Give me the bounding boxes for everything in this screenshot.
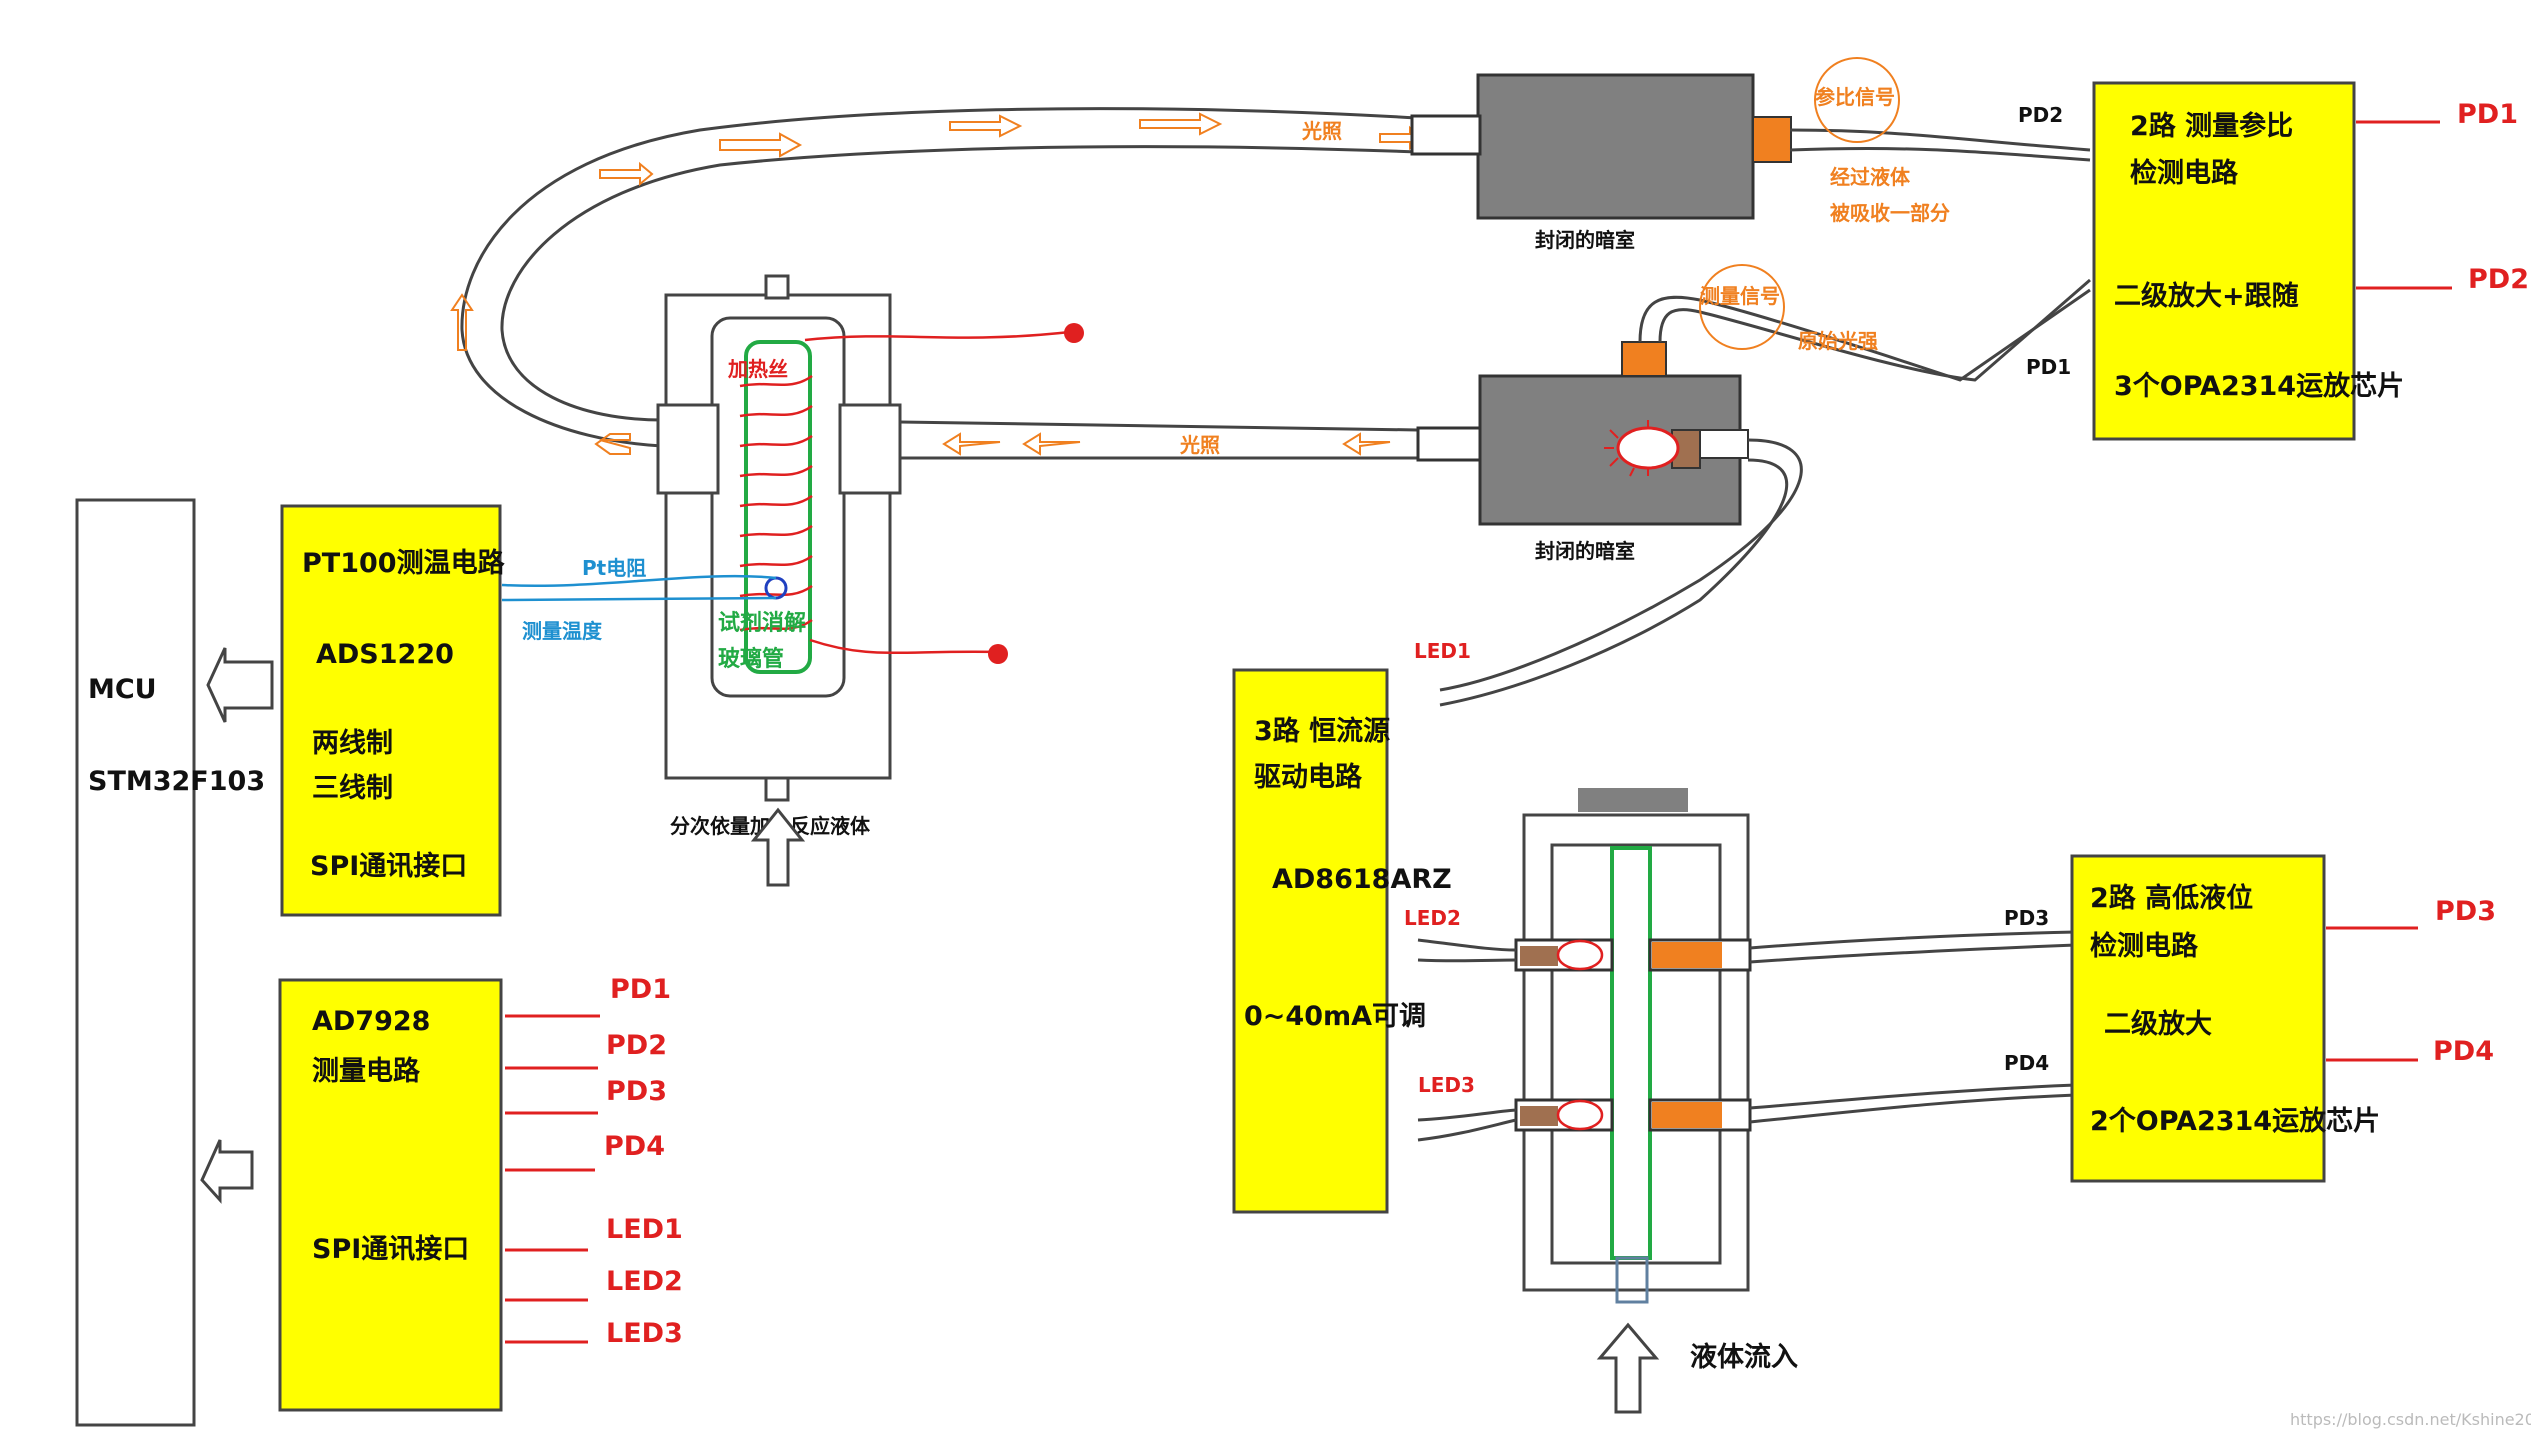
pt-label: Pt电阻 — [582, 556, 646, 580]
mcu-block: MCU STM32F103 — [75, 498, 265, 1427]
reference-callout — [1814, 57, 1900, 143]
mcu-title: MCU — [88, 674, 157, 705]
arrow-left-icon — [200, 1139, 254, 1204]
level-tube: LED2 LED3 PD3 PD4 液体流入 — [1404, 788, 2077, 1414]
reaction-vessel: 加热丝 试剂消解 玻璃管 分次依量加入反应液体 — [656, 274, 1084, 887]
ad7928-input-led3: LED3 — [606, 1318, 683, 1349]
heater-terminal-icon — [1064, 323, 1084, 343]
measure-signal-label: 测量信号 — [1700, 284, 1780, 308]
pt100-chip: ADS1220 — [316, 639, 454, 670]
led-driver-title: 3路 恒流源 — [1254, 715, 1390, 747]
ad7928-input-pd3: PD3 — [606, 1076, 667, 1107]
level-detect-out-pd3: PD3 — [2435, 896, 2496, 927]
original-light-label: 原始光强 — [1798, 329, 1878, 353]
ad7928-input-pd1: PD1 — [610, 974, 671, 1005]
inflow-label: 液体流入 — [1690, 1342, 1798, 1373]
dark-room-bottom: 封闭的暗室 — [1416, 341, 1749, 563]
led2-label: LED2 — [1404, 906, 1461, 930]
temp-label: 测量温度 — [522, 619, 603, 643]
ad7928-input-led1: LED1 — [606, 1214, 683, 1245]
ref-detect-amp: 二级放大+跟随 — [2114, 280, 2299, 312]
ref-detect-out-pd2: PD2 — [2468, 264, 2529, 295]
pt-wires — [501, 574, 777, 602]
pd4-wire-label: PD4 — [2004, 1051, 2049, 1075]
dark-room-bottom-label: 封闭的暗室 — [1535, 539, 1635, 563]
level-detect-block: 2路 高低液位 检测电路 二级放大 2个OPA2314运放芯片 PD3 PD4 — [2070, 854, 2496, 1183]
reference-signal-label: 参比信号 — [1815, 85, 1895, 109]
ref-detect-title: 2路 测量参比 — [2130, 110, 2293, 142]
level-detect-chip: 2个OPA2314运放芯片 — [2090, 1105, 2380, 1137]
led-glow-icon — [1604, 420, 1649, 477]
ad7928-subtitle: 测量电路 — [312, 1055, 421, 1087]
led3-label: LED3 — [1418, 1073, 1475, 1097]
pt100-title: PT100测温电路 — [302, 547, 506, 579]
level-detect-title: 2路 高低液位 — [2090, 882, 2253, 914]
mcu-chip: STM32F103 — [88, 766, 265, 797]
dark-room-top-label: 封闭的暗室 — [1535, 228, 1635, 252]
passed-liquid-line2: 被吸收一部分 — [1830, 201, 1950, 225]
ad7928-block: AD7928 测量电路 SPI通讯接口 PD1 PD2 PD3 PD4 LED1… — [278, 974, 683, 1412]
led1-wire-label: LED1 — [1414, 639, 1471, 663]
arrow-up-icon — [1596, 1322, 1660, 1414]
led-driver-block: 3路 恒流源 驱动电路 AD8618ARZ 0~40mA可调 — [1232, 668, 1452, 1214]
ref-detect-title2: 检测电路 — [2130, 157, 2239, 189]
pt100-block: PT100测温电路 ADS1220 两线制 三线制 SPI通讯接口 — [280, 504, 506, 917]
ref-detect-block: 2路 测量参比 检测电路 二级放大+跟随 3个OPA2314运放芯片 PD1 P… — [2092, 81, 2529, 441]
measure-callout — [1699, 264, 1785, 350]
level-detect-title2: 检测电路 — [2090, 930, 2199, 962]
ad7928-title: AD7928 — [312, 1006, 430, 1037]
ad7928-input-pd2: PD2 — [606, 1030, 667, 1061]
pd1-wire-label: PD1 — [2026, 355, 2071, 379]
light-label-bottom: 光照 — [1179, 433, 1220, 457]
ref-detect-out-pd1: PD1 — [2457, 99, 2518, 130]
optical-fiber-loop — [460, 107, 1419, 460]
light-label-top: 光照 — [1301, 119, 1342, 143]
signal-cables — [1439, 128, 2091, 707]
led-icon — [1556, 1099, 1604, 1131]
led-driver-title2: 驱动电路 — [1254, 761, 1363, 793]
led-icon — [1556, 939, 1604, 971]
pt100-three-wire: 三线制 — [312, 773, 393, 804]
light-direction-arrows — [450, 112, 1422, 456]
led-driver-range: 0~40mA可调 — [1244, 1001, 1426, 1032]
led-driver-chip: AD8618ARZ — [1272, 864, 1452, 895]
pt100-interface: SPI通讯接口 — [310, 851, 467, 882]
tube-label-line2: 玻璃管 — [718, 646, 784, 672]
pt100-two-wire: 两线制 — [312, 728, 393, 759]
heater-label: 加热丝 — [727, 357, 788, 381]
pd2-wire-label: PD2 — [2018, 103, 2063, 127]
tube-label-line1: 试剂消解 — [718, 610, 806, 636]
arrow-up-icon — [750, 807, 806, 887]
level-detect-amp: 二级放大 — [2104, 1008, 2212, 1040]
ref-detect-chip: 3个OPA2314运放芯片 — [2114, 370, 2404, 402]
passed-liquid-line1: 经过液体 — [1830, 165, 1911, 189]
level-detect-out-pd4: PD4 — [2433, 1036, 2494, 1067]
dark-room-top: 封闭的暗室 — [1410, 73, 1792, 252]
arrow-left-icon — [206, 647, 274, 723]
heater-terminal-icon — [988, 644, 1008, 664]
watermark: https://blog.csdn.net/Kshine2017 — [2290, 1410, 2531, 1429]
heater-coil — [739, 330, 1071, 654]
ad7928-input-pd4: PD4 — [604, 1131, 665, 1162]
ad7928-interface: SPI通讯接口 — [312, 1234, 469, 1265]
led-icon — [1616, 426, 1680, 470]
pd3-wire-label: PD3 — [2004, 906, 2049, 930]
ad7928-input-led2: LED2 — [606, 1266, 683, 1297]
